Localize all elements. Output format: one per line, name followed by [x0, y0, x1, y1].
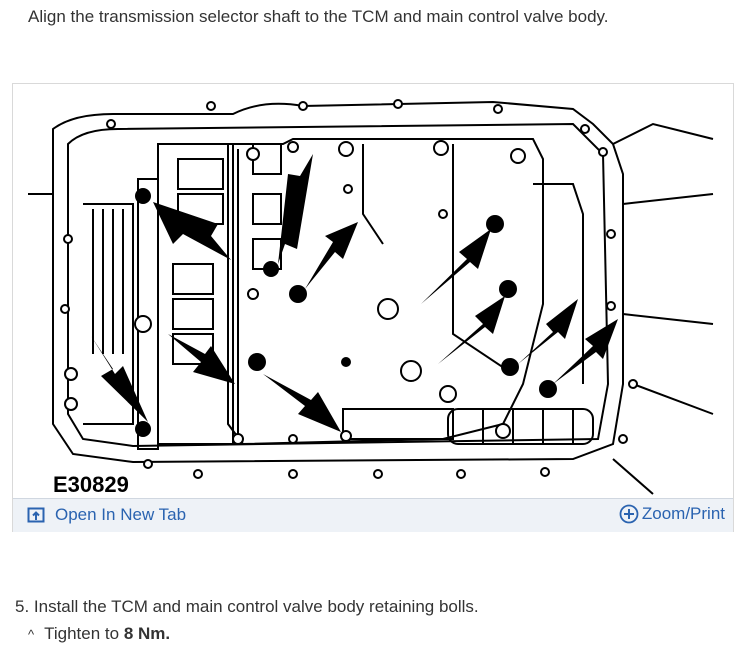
valve-body-diagram [28, 99, 714, 495]
intro-text: Align the transmission selector shaft to… [28, 7, 609, 26]
zoom-print-label: Zoom/Print [641, 504, 725, 523]
torque-spec: ^ Tighten to 8 Nm. [28, 624, 170, 644]
caret-bullet: ^ [28, 626, 35, 642]
open-new-tab-icon [27, 507, 45, 523]
open-new-tab-label: Open In New Tab [55, 505, 187, 524]
zoom-print-link[interactable]: Zoom/Print [619, 504, 725, 524]
figure-container: E30829 Open In New Tab Zoom/Print [12, 83, 734, 532]
zoom-plus-icon [619, 504, 639, 524]
open-new-tab-link[interactable]: Open In New Tab [27, 505, 186, 525]
figure-toolbar: Open In New Tab Zoom/Print [13, 498, 733, 532]
figure-code: E30829 [51, 472, 131, 498]
torque-value: 8 Nm. [123, 624, 171, 643]
torque-instruction: Tighten to [44, 624, 124, 643]
step-5-text: 5. Install the TCM and main control valv… [15, 597, 479, 616]
